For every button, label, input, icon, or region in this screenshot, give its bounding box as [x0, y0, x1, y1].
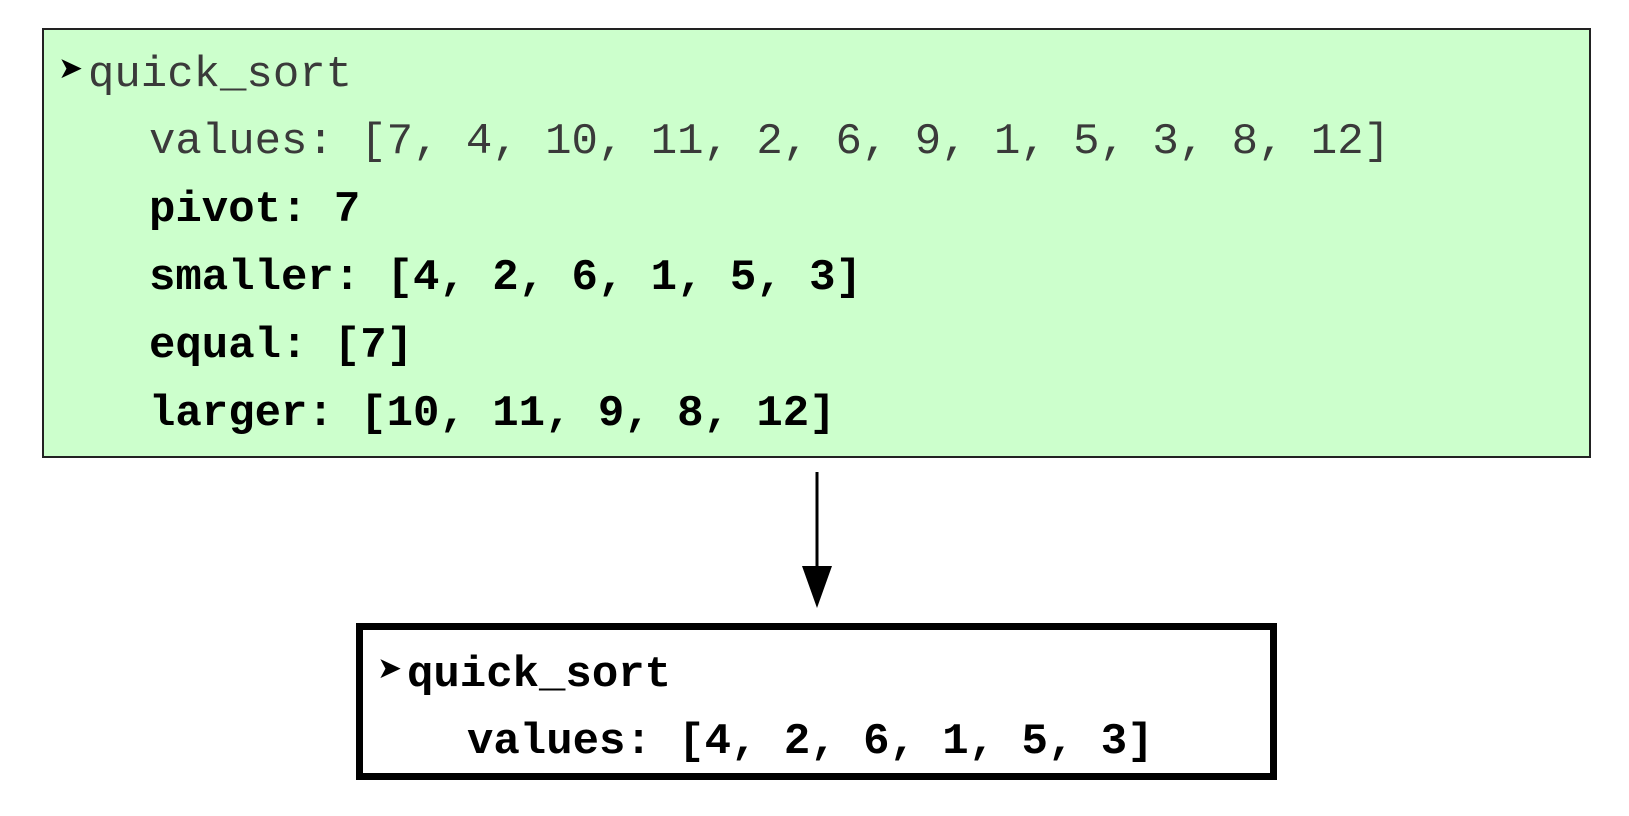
arrow-marker-icon: ➤	[58, 51, 84, 86]
arrow-marker-icon: ➤	[377, 651, 403, 686]
parent-equal-value: [7]	[333, 321, 414, 371]
parent-larger-label: larger:	[149, 389, 334, 439]
parent-function-name: quick_sort	[88, 50, 353, 100]
parent-smaller-value: [4, 2, 6, 1, 5, 3]	[386, 253, 862, 303]
child-values-value: [4, 2, 6, 1, 5, 3]	[678, 717, 1154, 767]
child-call-frame: ➤ quick_sort values: [4, 2, 6, 1, 5, 3]	[356, 623, 1277, 780]
parent-pivot-value: 7	[333, 185, 361, 235]
parent-call-frame: ➤ quick_sort values: [7, 4, 10, 11, 2, 6…	[42, 28, 1591, 458]
call-arrow-head	[802, 566, 832, 608]
parent-values-value: [7, 4, 10, 11, 2, 6, 9, 1, 5, 3, 8, 12]	[360, 117, 1391, 167]
parent-pivot-row: pivot: 7	[58, 176, 1589, 244]
child-values-label: values:	[467, 717, 652, 767]
parent-frame-header: ➤ quick_sort	[58, 42, 1589, 108]
parent-larger-row: larger: [10, 11, 9, 8, 12]	[58, 380, 1589, 448]
parent-larger-value: [10, 11, 9, 8, 12]	[360, 389, 836, 439]
parent-pivot-label: pivot:	[149, 185, 308, 235]
parent-values-row: values: [7, 4, 10, 11, 2, 6, 9, 1, 5, 3,…	[58, 108, 1589, 176]
parent-smaller-label: smaller:	[149, 253, 361, 303]
parent-equal-label: equal:	[149, 321, 308, 371]
child-function-name: quick_sort	[407, 650, 672, 700]
child-frame-header: ➤ quick_sort	[377, 642, 1270, 708]
child-values-row: values: [4, 2, 6, 1, 5, 3]	[377, 708, 1270, 776]
parent-values-label: values:	[149, 117, 334, 167]
parent-smaller-row: smaller: [4, 2, 6, 1, 5, 3]	[58, 244, 1589, 312]
parent-equal-row: equal: [7]	[58, 312, 1589, 380]
